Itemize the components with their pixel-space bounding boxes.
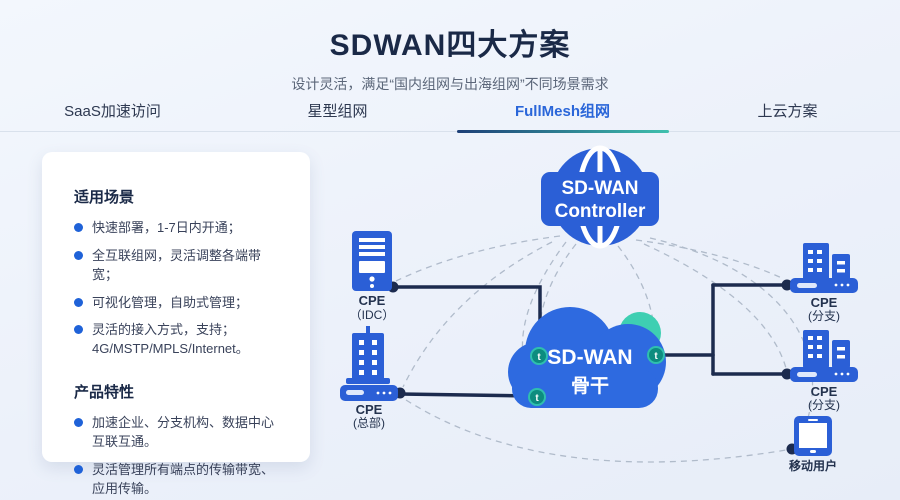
tab-bar: SaaS加速访问 星型组网 FullMesh组网 上云方案 xyxy=(0,99,900,133)
list-item-text: 快速部署，1-7日内开通； xyxy=(92,220,241,235)
controller-label-line1: SD-WAN xyxy=(561,178,638,199)
info-card: 适用场景 快速部署，1-7日内开通； 全互联组网，灵活调整各端带宽； 可视化管理… xyxy=(42,152,310,496)
list-item-text: 加速企业、分支机构、数据中心互联互通。 xyxy=(92,415,275,449)
list-item: 可视化管理，自助式管理； xyxy=(74,294,286,313)
tunnel-nodes: t t t xyxy=(528,346,665,406)
scenarios-heading: 适用场景 xyxy=(74,189,135,206)
list-item-text: 灵活的接入方式，支持；4G/MSTP/MPLS/Internet。 xyxy=(92,322,249,357)
page-title: SDWAN四大方案 xyxy=(329,29,571,62)
list-item: 全互联组网，灵活调整各端带宽； xyxy=(74,247,286,285)
list-item: 灵活管理所有端点的传输带宽、应用传输。 xyxy=(74,461,286,499)
tab-label: SaaS加速访问 xyxy=(64,103,161,120)
features-heading: 产品特性 xyxy=(74,384,135,402)
bullet-dot-icon xyxy=(74,418,83,428)
bullet-dot-icon xyxy=(74,297,83,307)
tab-saas-access[interactable]: SaaS加速访问 xyxy=(0,99,225,131)
list-item: 加速企业、分支机构、数据中心互联互通。 xyxy=(74,414,286,452)
bullet-dot-icon xyxy=(74,223,83,232)
cpe-branch2-label: CPE xyxy=(811,384,838,399)
cpe-hq-sublabel: (总部) xyxy=(353,415,385,430)
cpe-idc-device: CPE （IDC） xyxy=(350,231,395,322)
controller-label-line2: Controller xyxy=(555,201,646,222)
tab-fullmesh-network[interactable]: FullMesh组网 xyxy=(450,99,675,133)
list-item: 快速部署，1-7日内开通； xyxy=(74,219,286,238)
cpe-branch2-sublabel: (分支) xyxy=(808,398,840,412)
list-item-text: 全互联组网，灵活调整各端带宽； xyxy=(92,247,262,282)
dashed-mesh-links xyxy=(395,235,814,463)
bullet-dot-icon xyxy=(74,250,83,260)
cpe-branch2-device: CPE (分支) xyxy=(790,330,858,412)
network-diagram: SD-WAN Controller SD-WAN 骨干 t t t xyxy=(320,140,890,500)
cpe-hq-device: CPE (总部) xyxy=(340,326,398,430)
tab-star-network[interactable]: 星型组网 xyxy=(225,99,450,131)
page-header: SDWAN四大方案 设计灵活，满足“国内组网与出海组网”不同场景需求 xyxy=(0,0,900,94)
sdwan-backbone-cloud: SD-WAN 骨干 xyxy=(508,307,666,408)
mobile-user-label: 移动用户 xyxy=(789,458,837,473)
cloud-label-line2: 骨干 xyxy=(571,375,609,397)
active-tab-underline xyxy=(456,130,669,133)
sdwan-controller-icon: SD-WAN Controller xyxy=(541,145,659,249)
tab-label: 上云方案 xyxy=(757,103,818,120)
bullet-dot-icon xyxy=(74,325,83,335)
page-subtitle: 设计灵活，满足“国内组网与出海组网”不同场景需求 xyxy=(291,76,609,92)
tunnel-node-icon: t xyxy=(647,346,665,364)
cpe-idc-label: CPE xyxy=(359,293,386,308)
tab-label: 星型组网 xyxy=(307,103,368,120)
tab-cloud-solution[interactable]: 上云方案 xyxy=(675,99,900,131)
cpe-hq-label: CPE xyxy=(356,402,383,417)
mobile-user-device: 移动用户 xyxy=(789,416,837,473)
list-item: 灵活的接入方式，支持；4G/MSTP/MPLS/Internet。 xyxy=(74,321,286,359)
tunnel-node-icon: t xyxy=(530,347,548,365)
cpe-idc-sublabel: （IDC） xyxy=(350,308,395,322)
cpe-branch1-device: CPE (分支) xyxy=(790,243,858,323)
tab-label: FullMesh组网 xyxy=(514,103,610,120)
bullet-dot-icon xyxy=(74,464,83,474)
svg-text:t: t xyxy=(537,352,541,363)
cpe-branch1-label: CPE xyxy=(811,295,838,310)
list-item-text: 可视化管理，自助式管理； xyxy=(92,294,249,310)
list-item-text: 灵活管理所有端点的传输带宽、应用传输。 xyxy=(92,461,275,496)
cpe-branch1-sublabel: (分支) xyxy=(808,309,840,323)
svg-text:t: t xyxy=(535,393,539,404)
cloud-label-line1: SD-WAN xyxy=(547,346,632,369)
tunnel-node-icon: t xyxy=(528,388,546,406)
svg-text:t: t xyxy=(654,351,658,362)
